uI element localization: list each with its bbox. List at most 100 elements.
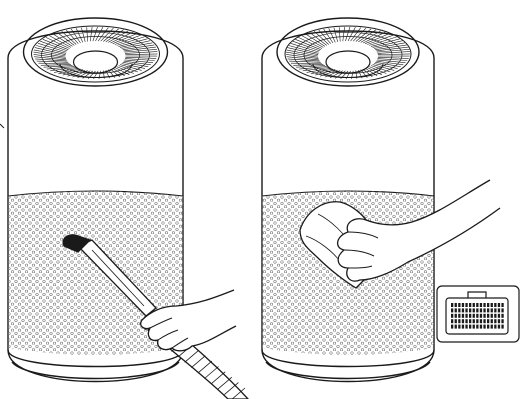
outlet-fin (378, 57, 409, 58)
sensor-slot (491, 325, 493, 329)
sensor-slot (469, 325, 471, 329)
outlet-fin (289, 61, 321, 62)
sensor-slot (480, 325, 482, 329)
outlet-fin (37, 61, 69, 62)
sensor-slot (473, 308, 475, 312)
sensor-slot (455, 319, 457, 323)
sensor-slot (480, 308, 482, 312)
outlet-fin (293, 65, 323, 66)
outlet-ring (42, 32, 150, 77)
outlet-fin (125, 57, 156, 58)
sensor-slot (498, 314, 500, 318)
sensor-slot (455, 314, 457, 318)
sensor-slot (491, 303, 493, 307)
sensor-slot (487, 314, 489, 318)
sensor-slot (501, 314, 503, 318)
sensor-slot (498, 325, 500, 329)
sensor-slot (458, 319, 460, 323)
outlet-fin (378, 54, 410, 55)
outlet-fin (334, 28, 338, 42)
sensor-slot (465, 314, 467, 318)
sensor-slot (501, 308, 503, 312)
sensor-slot (476, 319, 478, 323)
outlet-fin (87, 27, 88, 41)
sensor-grille-slots-icon (451, 303, 504, 329)
outlet-ring (304, 37, 392, 74)
sensor-slot (473, 314, 475, 318)
sensor-slot (465, 325, 467, 329)
sensor-slot (469, 314, 471, 318)
sensor-slot (465, 319, 467, 323)
sensor-slot (487, 303, 489, 307)
edge-mark-left (0, 124, 4, 128)
outlet-ring (294, 32, 402, 77)
sensor-slot (462, 303, 464, 307)
sensor-slot (491, 308, 493, 312)
sensor-slot (462, 325, 464, 329)
sensor-slot (473, 325, 475, 329)
sensor-slot (451, 303, 453, 307)
sensor-slot (483, 303, 485, 307)
sensor-slot (455, 303, 457, 307)
sensor-slot (491, 319, 493, 323)
sensor-slot (473, 303, 475, 307)
right-purifier (262, 18, 434, 382)
sensor-slot (458, 314, 460, 318)
sensor-slot (487, 325, 489, 329)
sensor-slot (458, 325, 460, 329)
sensor-slot (469, 319, 471, 323)
sensor-slot (476, 325, 478, 329)
sensor-slot (455, 308, 457, 312)
sensor-slot (494, 303, 496, 307)
sensor-slot (483, 325, 485, 329)
outlet-fin (76, 28, 83, 42)
sensor-slot (469, 303, 471, 307)
sensor-slot (480, 303, 482, 307)
sensor-slot (455, 325, 457, 329)
sensor-slot (494, 319, 496, 323)
outlet-fin (339, 27, 340, 41)
sensor-slot (491, 314, 493, 318)
sensor-slot (451, 325, 453, 329)
sensor-slot (483, 319, 485, 323)
sensor-slot (451, 314, 453, 318)
sensor-slot (451, 308, 453, 312)
outlet-fin (90, 27, 92, 41)
sensor-slot (462, 314, 464, 318)
sensor-slot (498, 319, 500, 323)
sensor-slot (498, 303, 500, 307)
sensor-slot (458, 303, 460, 307)
outlet-fin (125, 54, 157, 55)
sensor-slot (462, 308, 464, 312)
sensor-slot (465, 303, 467, 307)
sensor-slot (501, 325, 503, 329)
outlet-fin (343, 27, 345, 41)
outlet-fin (41, 65, 71, 66)
sensor-slot (494, 308, 496, 312)
sensor-slot (487, 319, 489, 323)
sensor-slot (462, 319, 464, 323)
outlet-fin (329, 28, 336, 42)
outlet-fin (81, 28, 85, 42)
sensor-slot (476, 308, 478, 312)
sensor-slot (469, 308, 471, 312)
sensor-slot (501, 303, 503, 307)
sensor-slot (480, 314, 482, 318)
sensor-slot (487, 308, 489, 312)
sensor-slot (501, 319, 503, 323)
sensor-grille-inset (437, 286, 519, 342)
sensor-slot (483, 308, 485, 312)
sensor-slot (480, 319, 482, 323)
sensor-slot (465, 308, 467, 312)
outlet-fin (98, 28, 108, 41)
sensor-slot (498, 308, 500, 312)
outlet-fin (351, 28, 361, 41)
sensor-slot (483, 314, 485, 318)
sensor-slot (473, 319, 475, 323)
sensor-slot (476, 303, 478, 307)
outlet-ring (52, 37, 140, 74)
sensor-slot (458, 308, 460, 312)
sensor-slot (476, 314, 478, 318)
